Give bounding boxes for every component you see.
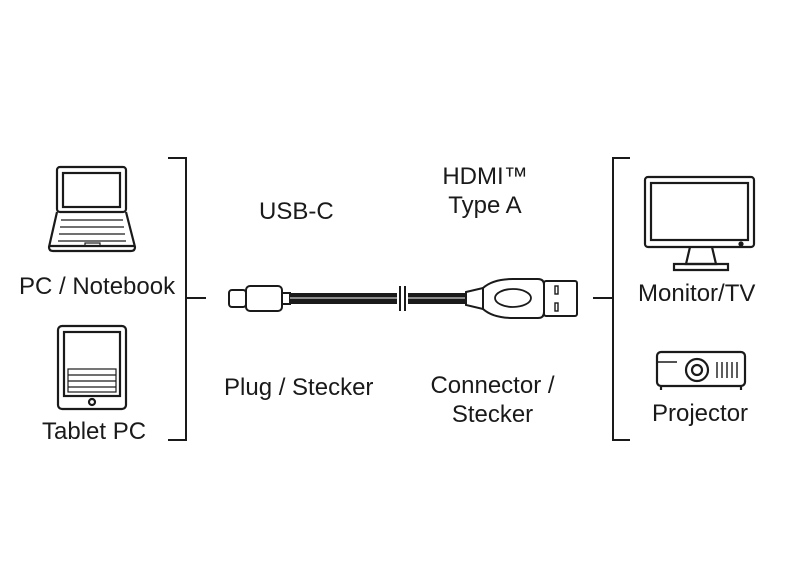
usb-c-label: USB-C xyxy=(259,198,334,225)
hdmi-type-line2: Type A xyxy=(448,191,522,219)
usb-c-plug-tip xyxy=(228,289,247,308)
hdmi-type-label: HDMI™ Type A xyxy=(430,163,540,221)
device-label-tablet-pc: Tablet PC xyxy=(42,418,147,445)
cable xyxy=(228,278,578,319)
laptop-icon xyxy=(47,165,137,253)
device-label-projector: Projector xyxy=(652,400,749,427)
tablet-icon xyxy=(56,324,128,411)
device-label-monitor-tv: Monitor/TV xyxy=(638,280,756,307)
projector-icon xyxy=(655,350,747,390)
hdmi-connector-line1: Connector / xyxy=(430,372,555,399)
device-label-pc-notebook: PC / Notebook xyxy=(19,273,176,300)
hdmi-connector-label: Connector / Stecker xyxy=(420,372,565,430)
hdmi-connector xyxy=(465,278,578,319)
right-bracket xyxy=(612,157,630,441)
usb-c-plug-housing xyxy=(245,285,283,312)
hdmi-connector-line2: Stecker xyxy=(451,400,534,428)
monitor-icon xyxy=(643,175,756,272)
hdmi-type-line1: HDMI™ xyxy=(442,163,528,190)
usb-c-plug-label: Plug / Stecker xyxy=(224,374,374,401)
